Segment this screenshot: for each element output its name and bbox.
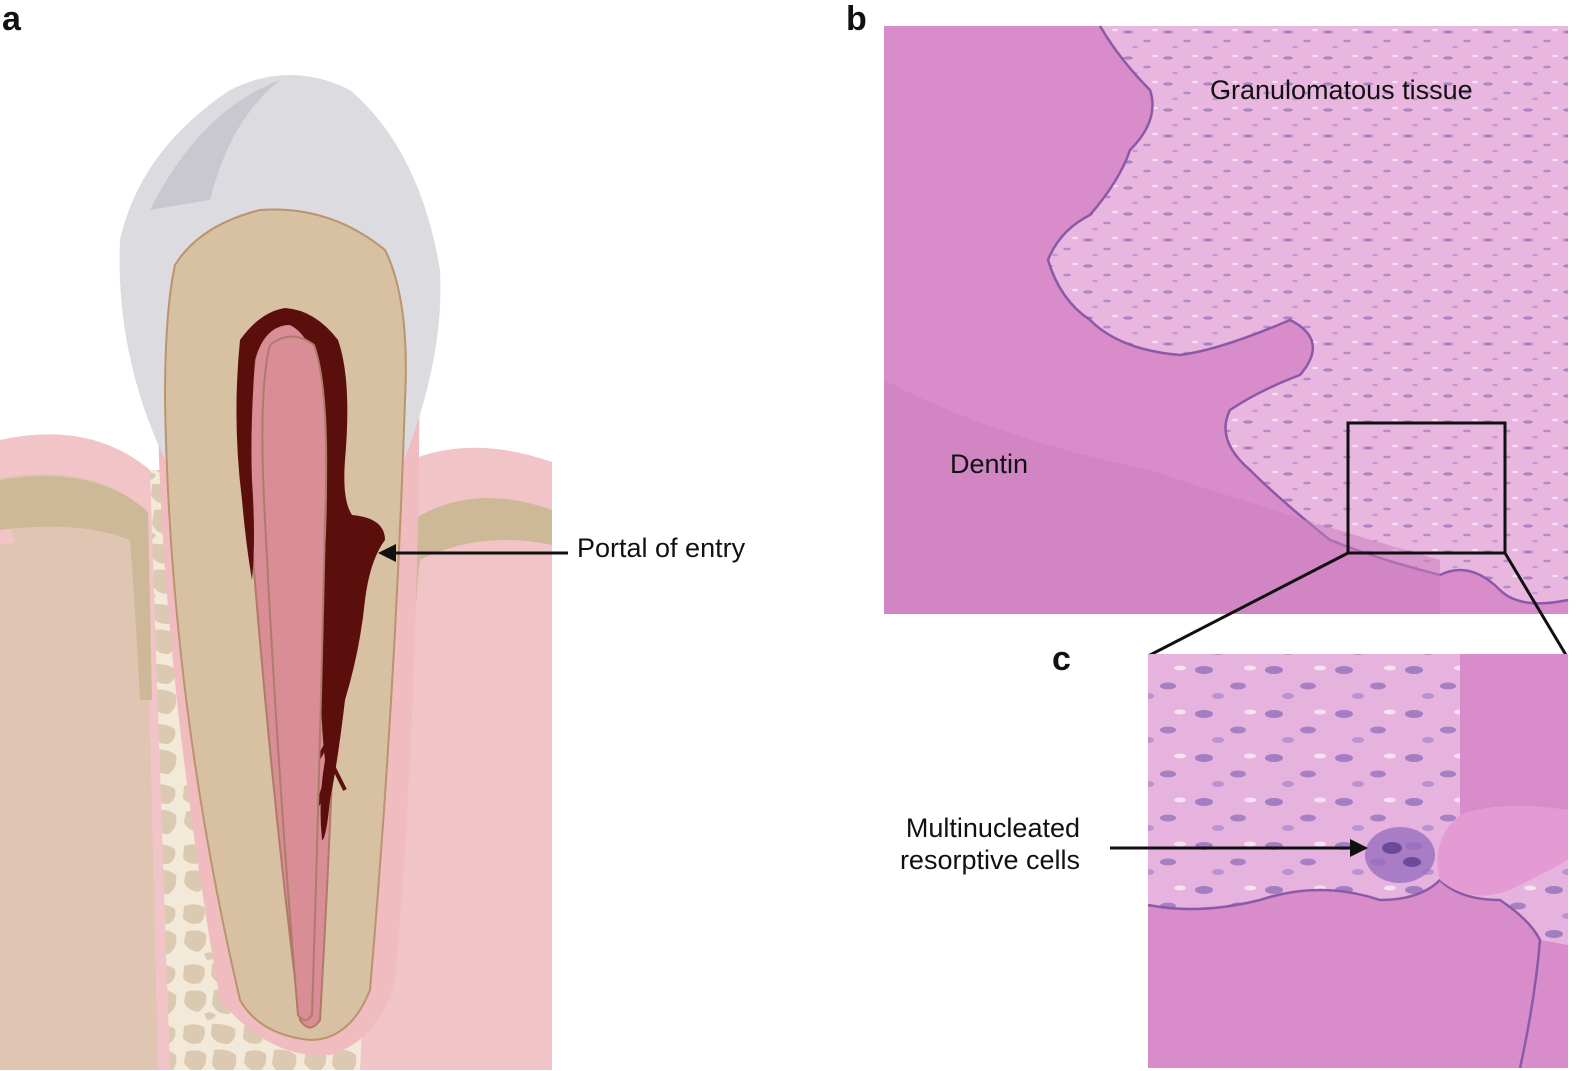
cells-arrowhead: [1350, 839, 1368, 857]
label-portal-of-entry: Portal of entry: [577, 533, 746, 563]
tooth-diagram: [0, 75, 552, 1070]
label-multinucleated-line2: resorptive cells: [899, 845, 1080, 876]
label-multinucleated-cells: Multinucleated resorptive cells: [840, 812, 1080, 877]
multinucleated-cell: [1365, 827, 1435, 883]
portal-arrowhead: [378, 544, 396, 562]
resorption-lesion: [236, 308, 385, 840]
histology-panel-c: [1147, 654, 1568, 1069]
label-granulomatous-tissue: Granulomatous tissue: [1210, 75, 1473, 105]
label-multinucleated-line1: Multinucleated: [905, 813, 1080, 843]
panel-letter-a: a: [2, 0, 21, 38]
inset-box: [1346, 421, 1507, 555]
zoom-line-left: [1149, 551, 1349, 657]
panel-letter-b: b: [846, 0, 867, 38]
label-dentin: Dentin: [950, 449, 1029, 479]
histology-panel-b: [884, 25, 1569, 614]
zoom-line-right: [1503, 552, 1568, 656]
panel-letter-c: c: [1052, 640, 1071, 678]
